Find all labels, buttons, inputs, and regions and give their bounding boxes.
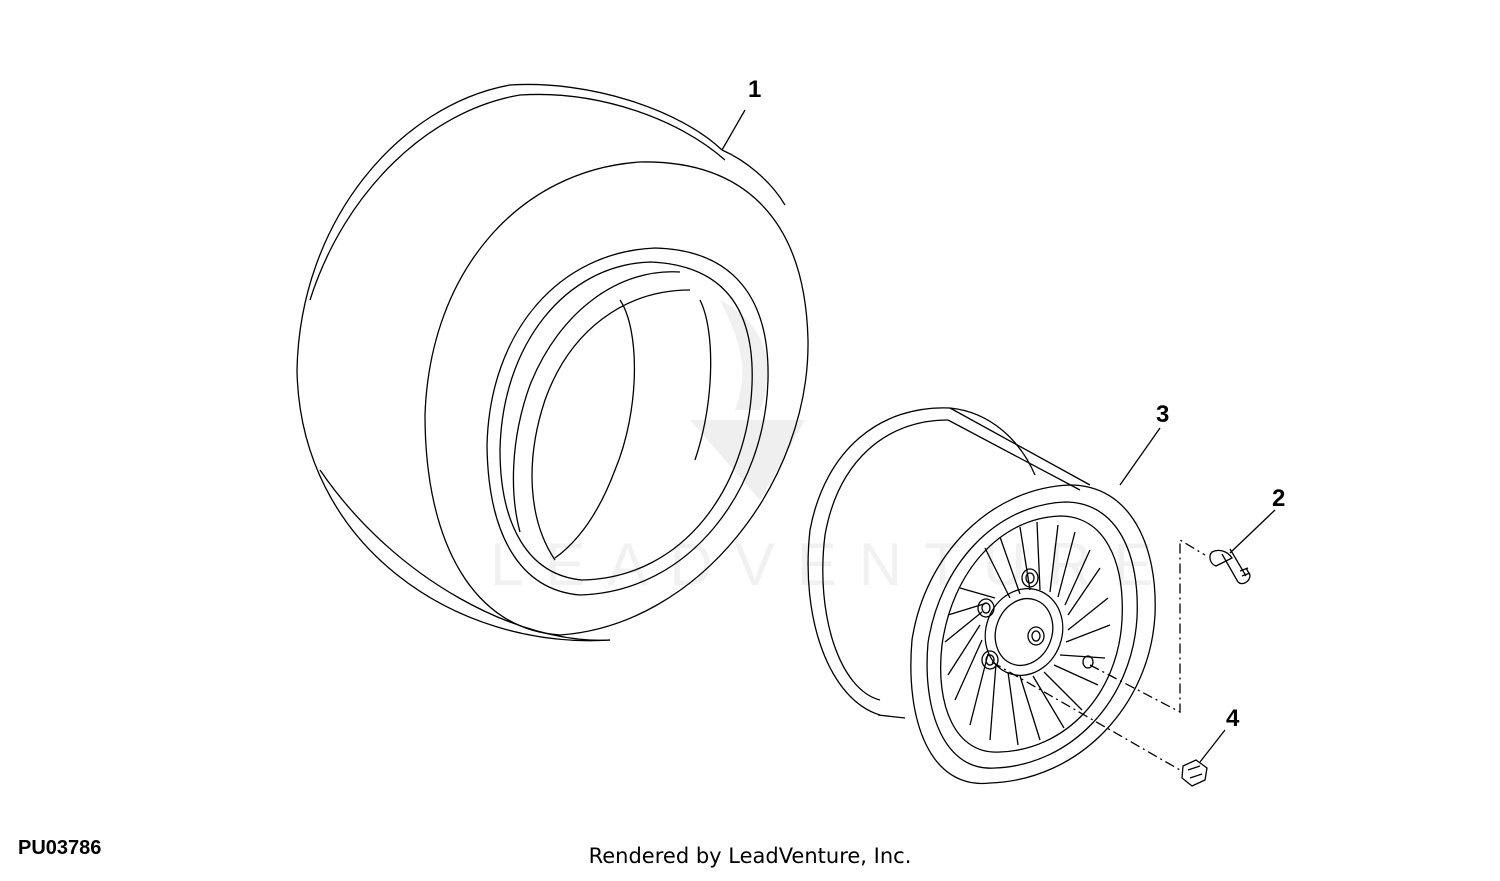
- leader-line-3: [1120, 428, 1160, 485]
- watermark-logo: [690, 300, 805, 500]
- callout-2: 2: [1272, 485, 1286, 512]
- lug-holes: [978, 569, 1044, 669]
- valve-stem: [1210, 549, 1250, 584]
- leader-line-1: [722, 110, 745, 150]
- callout-1: 1: [748, 76, 762, 103]
- callout-3: 3: [1156, 401, 1170, 428]
- leader-line-4: [1200, 730, 1225, 762]
- leader-line-2: [1230, 510, 1275, 553]
- footer-credit: Rendered by LeadVenture, Inc.: [588, 844, 912, 868]
- watermark-text: LEADVENTURE: [490, 531, 1176, 598]
- tire: [297, 84, 808, 640]
- callout-4: 4: [1226, 705, 1240, 732]
- diagram-id: PU03786: [18, 837, 102, 859]
- wheel-rim: [808, 408, 1155, 784]
- lug-nut: [1182, 760, 1207, 786]
- wheel-spokes: [945, 522, 1110, 745]
- assembly-lines: [992, 540, 1205, 770]
